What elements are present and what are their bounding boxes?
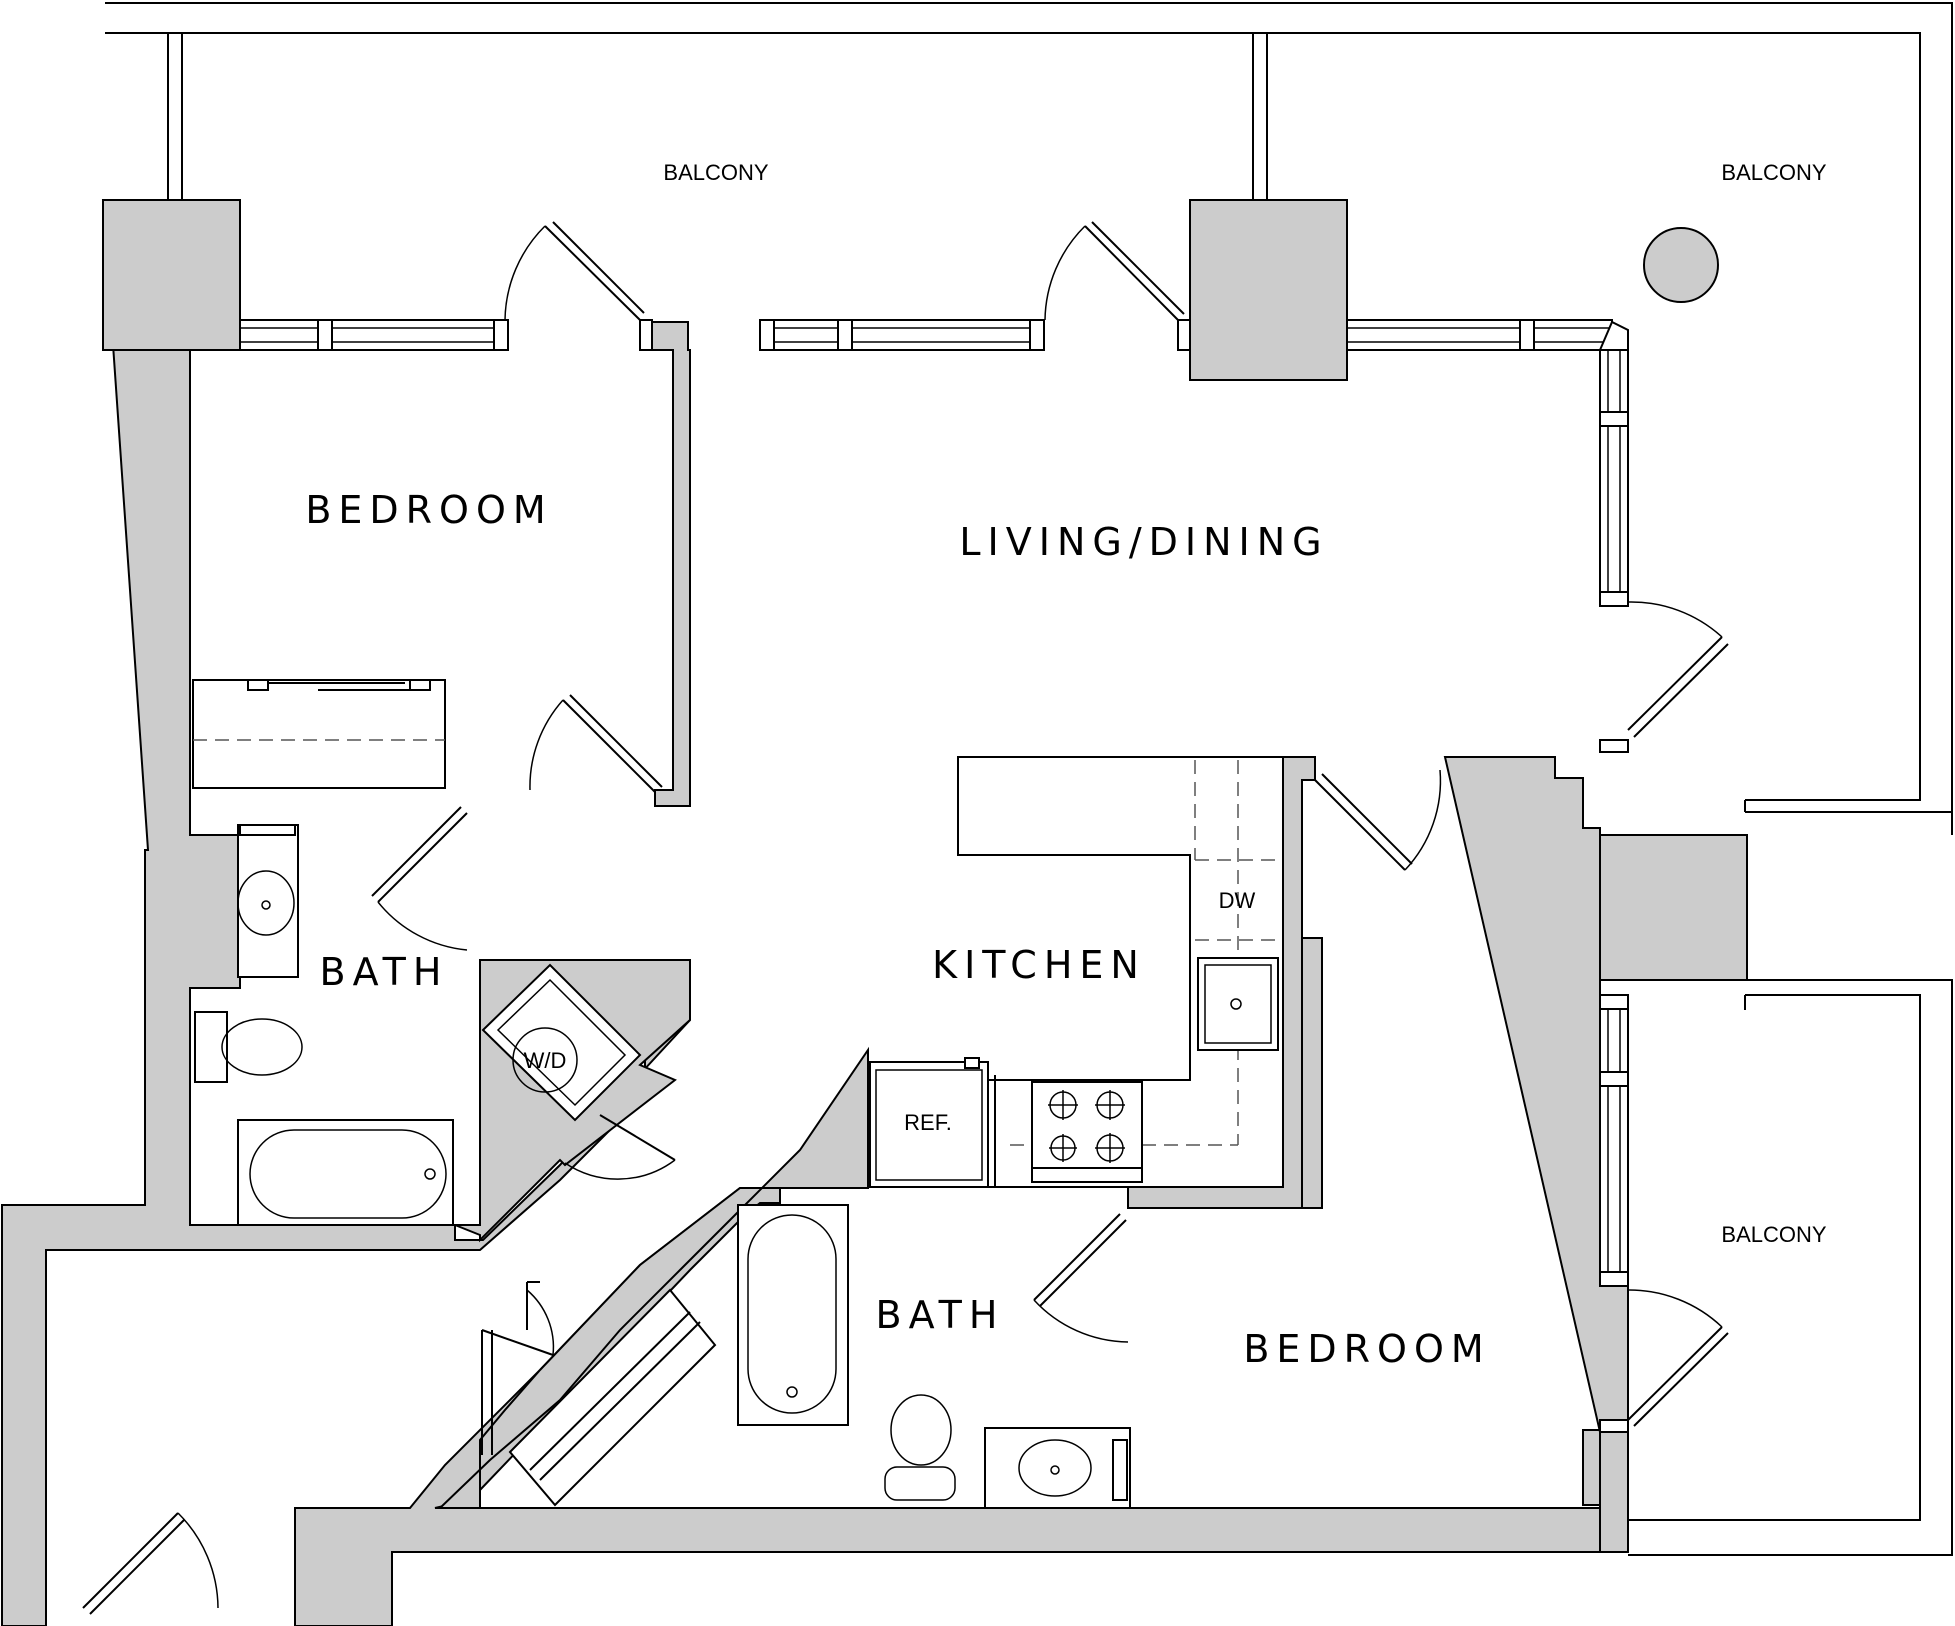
balcony-right-label: BALCONY	[1721, 1222, 1826, 1247]
dishwasher-label: DW	[1219, 888, 1256, 913]
bath-2-fixtures	[737, 1204, 1131, 1509]
washer-dryer-label: W/D	[524, 1048, 567, 1073]
top-windows	[239, 319, 1629, 1433]
kitchen-counters: REF. DW	[869, 756, 1284, 1188]
balcony-top-left-label: BALCONY	[663, 160, 768, 185]
balcony-railings	[105, 2, 1953, 1556]
refrigerator-label: REF.	[904, 1110, 952, 1135]
bath-1-fixtures	[194, 824, 454, 1226]
doors	[82, 221, 1729, 1615]
bedroom-1-label: BEDROOM	[305, 488, 552, 532]
balcony-top-right-label: BALCONY	[1721, 160, 1826, 185]
closets	[192, 679, 717, 1507]
room-labels: BALCONY BALCONY BALCONY BEDROOM LIVING/D…	[305, 160, 1827, 1371]
range-burners	[1048, 1090, 1125, 1163]
kitchen-label: KITCHEN	[932, 943, 1146, 987]
bath-1-label: BATH	[320, 950, 449, 994]
bath-2-label: BATH	[876, 1293, 1005, 1337]
living-dining-label: LIVING/DINING	[959, 520, 1328, 564]
washer-dryer: W/D	[481, 963, 642, 1122]
walls	[1, 199, 1748, 1626]
balcony-column	[1643, 227, 1719, 303]
bedroom-2-label: BEDROOM	[1243, 1327, 1490, 1371]
